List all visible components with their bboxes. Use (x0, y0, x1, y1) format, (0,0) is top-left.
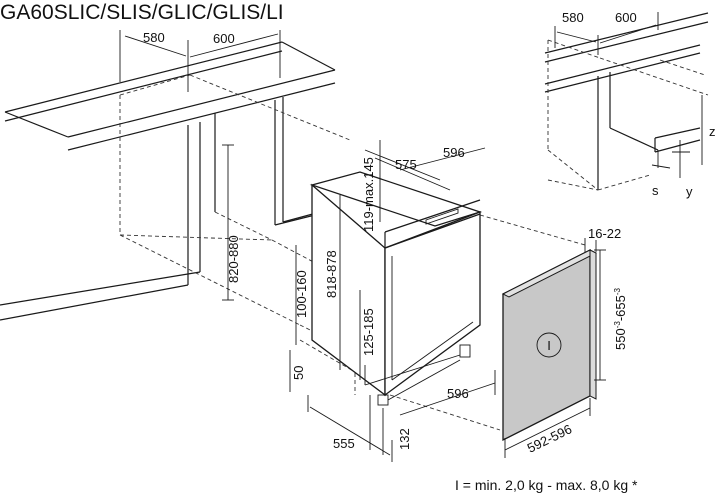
dishwasher-appliance (309, 171, 483, 406)
dim-575: 575 (395, 157, 417, 172)
panel-symbol-label: I (547, 338, 551, 353)
dim-820-880: 820-880 (226, 235, 241, 283)
detail-width-dimension: 580 600 (554, 10, 659, 55)
dim-600: 600 (213, 31, 235, 46)
plinth-50-dimension: 50 (289, 350, 306, 392)
detail-s-dimension: s (651, 164, 671, 198)
detail-dim-600: 600 (615, 10, 637, 25)
detail-y-dimension: y (672, 140, 693, 199)
panel-weight-symbol (536, 332, 562, 358)
dim-596-top: 596 (443, 145, 465, 160)
detail-z-dimension: z (701, 95, 716, 165)
dim-100-160: 100-160 (294, 270, 309, 318)
dim-580: 580 (143, 30, 165, 45)
dim-16-22: 16-22 (588, 226, 621, 241)
door-panel: I (501, 248, 598, 442)
gap-119-145-dimension: 119-max.145 (361, 140, 381, 232)
dim-818-878: 818-878 (324, 250, 339, 298)
dim-125-185: 125-185 (361, 308, 376, 356)
dim-50: 50 (291, 366, 306, 380)
offset-132-dimension: 132 (369, 395, 412, 455)
weight-note: I = min. 2,0 kg - max. 8,0 kg * (455, 477, 638, 493)
plinth-100-160-dimension: 100-160 (294, 245, 309, 345)
depth-555-dimension: 555 (307, 395, 393, 462)
dim-596-bottom: 596 (447, 386, 469, 401)
height-820-880-dimension: 820-880 (222, 144, 241, 301)
panel-height-dimension: 550-3-655-3 (594, 249, 628, 381)
detail-dim-580: 580 (562, 10, 584, 25)
dim-panel-height: 550-3-655-3 (613, 287, 628, 350)
panel-thickness-dimension: 16-22 (584, 226, 621, 252)
top-width-dimension: 580 600 (119, 30, 281, 92)
dim-555: 555 (333, 436, 355, 451)
dim-592-596: 592-596 (525, 421, 574, 455)
detail-drawing (544, 12, 709, 191)
foot-125-185-dimension: 125-185 (359, 290, 376, 380)
dim-119-max-145: 119-max.145 (361, 157, 376, 232)
bottom-596-dimension: 596 (399, 370, 496, 416)
appliance-top-dimensions: 575 596 (364, 145, 486, 191)
detail-dim-z: z (709, 124, 716, 139)
model-title: GA60SLIC/SLIS/GLIC/GLIS/LI (0, 1, 284, 24)
appliance-height-818-878-dimension: 818-878 (324, 195, 341, 370)
dim-132: 132 (397, 428, 412, 450)
detail-dim-y: y (686, 184, 693, 199)
detail-dim-s: s (652, 183, 659, 198)
